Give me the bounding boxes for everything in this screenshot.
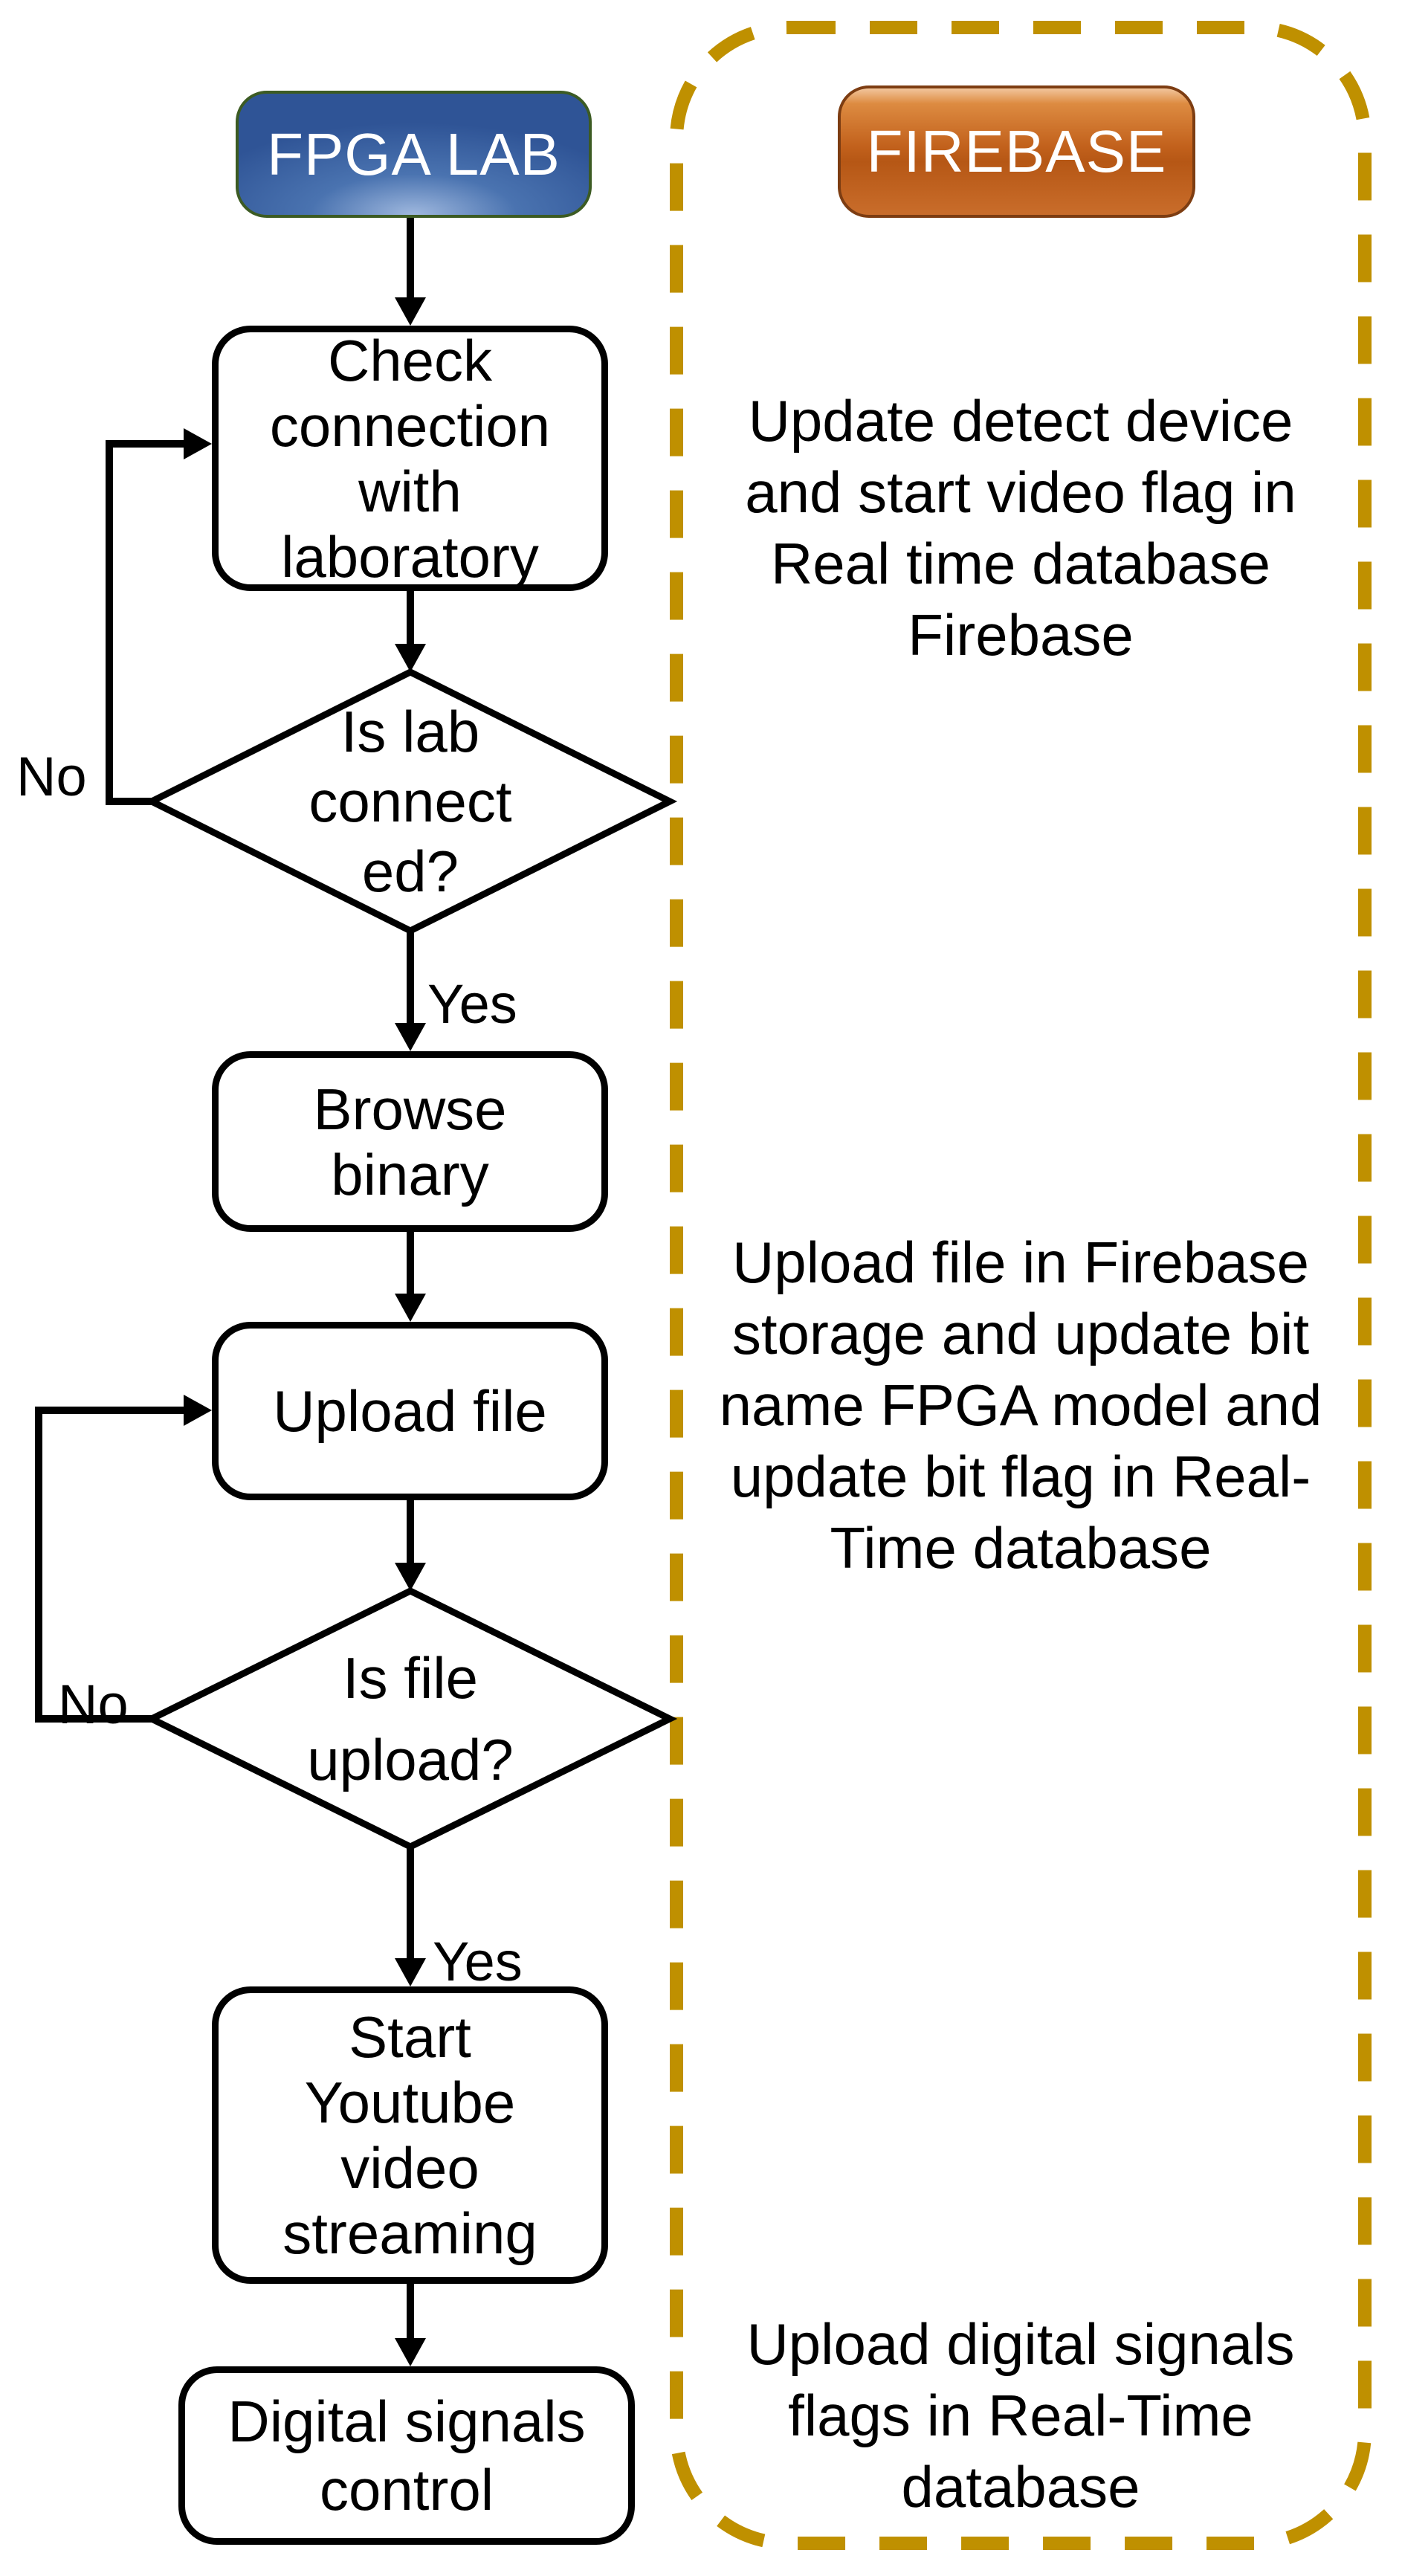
- branch-label-yes-file: Yes: [433, 1931, 523, 1992]
- node-digital-signals-control: Digital signals control: [178, 2366, 635, 2545]
- node-upload-file: Upload file: [212, 1322, 608, 1500]
- firebase-note-digital-signals: Upload digital signals flags in Real-Tim…: [746, 2311, 1295, 2519]
- arrowhead-into-decision2: [395, 1563, 426, 1591]
- arrowhead-into-check: [395, 297, 426, 326]
- node-start-youtube-streaming: Start Youtube video streaming: [212, 1986, 608, 2284]
- arrowhead-into-decision1: [395, 644, 426, 672]
- branch-label-no-lab: No: [16, 746, 87, 807]
- loop-no-file-path: [35, 1407, 185, 1723]
- firebase-note-detect-device: Update detect device and start video fla…: [745, 388, 1296, 668]
- arrowhead-into-youtube: [395, 1958, 426, 1986]
- decision-lab-connected-label: Is lab connect ed?: [308, 699, 512, 904]
- firebase-header: FIREBASE: [838, 85, 1195, 218]
- firebase-note-upload-storage: Upload file in Firebase storage and upda…: [719, 1230, 1322, 1581]
- node-check-connection: Check connection with laboratory: [212, 326, 608, 591]
- arrowhead-loop-into-check: [184, 428, 212, 459]
- branch-label-no-file: No: [58, 1673, 129, 1735]
- arrowhead-into-digital: [395, 2338, 426, 2366]
- arrowhead-loop-into-upload: [184, 1395, 212, 1426]
- arrowhead-into-browse: [395, 1023, 426, 1051]
- decision-file-upload-label: Is file upload?: [307, 1645, 514, 1792]
- decision-file-upload-shape: [143, 1586, 678, 1851]
- firebase-header-label: FIREBASE: [866, 118, 1167, 184]
- decision-lab-connected-shape: [143, 668, 678, 935]
- fpga-lab-header-label: FPGA LAB: [267, 120, 561, 187]
- loop-no-lab-path: [106, 440, 185, 805]
- branch-label-yes-lab: Yes: [427, 973, 517, 1035]
- arrowhead-into-upload: [395, 1294, 426, 1322]
- node-browse-binary: Browse binary: [212, 1051, 608, 1232]
- fpga-lab-header: FPGA LAB: [236, 91, 592, 218]
